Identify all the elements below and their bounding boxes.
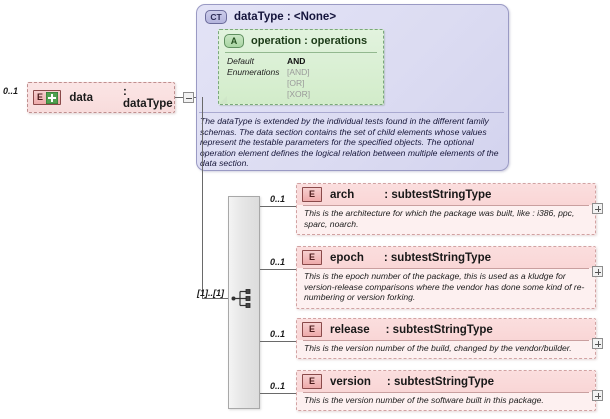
compositor-all-bar[interactable] xyxy=(228,196,260,409)
element-header-release: E release : subtestStringType xyxy=(297,319,595,340)
element-name-arch: arch xyxy=(330,188,355,201)
element-documentation-release: This is the version number of the build,… xyxy=(304,343,572,353)
facet-key xyxy=(227,89,287,100)
element-name-release: release xyxy=(330,323,370,336)
expand-toggle-release[interactable] xyxy=(592,338,603,349)
complextype-title-row: CT dataType : <None> xyxy=(205,10,336,24)
complextype-icon: CT xyxy=(205,10,227,24)
element-type-version: : subtestStringType xyxy=(386,375,495,388)
connector-into-compositor xyxy=(202,298,229,299)
expand-toggle-version[interactable] xyxy=(592,390,603,401)
element-type-arch: : subtestStringType xyxy=(384,188,492,201)
element-documentation-epoch: This is the epoch number of the package,… xyxy=(304,271,585,302)
cardinality-release: 0..1 xyxy=(270,329,286,339)
element-icon-epoch: E xyxy=(302,250,322,265)
connector-to-version xyxy=(260,393,296,394)
attribute-corner-fold xyxy=(219,96,227,104)
element-type-data: : dataType xyxy=(123,85,173,110)
facet-value: [XOR] xyxy=(287,89,311,99)
complextype-doc-divider xyxy=(199,112,504,113)
connector-data-right xyxy=(175,97,183,98)
facet-value: [AND] xyxy=(287,67,310,77)
facet-key xyxy=(227,78,287,89)
facet-key: Default xyxy=(227,56,254,66)
facet-value: [OR] xyxy=(287,78,305,88)
complextype-title: dataType : <None> xyxy=(234,11,337,23)
element-type-epoch: : subtestStringType xyxy=(383,251,492,264)
cardinality-data: 0..1 xyxy=(3,86,19,96)
element-plus-icon: E xyxy=(33,90,62,105)
attribute-icon: A xyxy=(224,34,244,48)
attribute-divider xyxy=(225,52,377,53)
expand-toggle-epoch[interactable] xyxy=(592,266,603,277)
element-divider-release xyxy=(303,340,589,341)
element-box-data[interactable]: E data : dataType xyxy=(27,82,175,113)
cardinality-compositor: [1]..[1] xyxy=(197,288,224,298)
element-divider-epoch xyxy=(303,268,589,269)
collapse-toggle-data[interactable] xyxy=(183,92,194,103)
element-name-version: version xyxy=(330,375,371,388)
element-name-data: data xyxy=(69,91,94,104)
connector-to-release xyxy=(260,341,296,342)
all-compositor-icon xyxy=(231,289,251,308)
element-documentation-arch: This is the architecture for which the p… xyxy=(304,208,575,229)
attribute-box-operation[interactable]: A operation : operations Default AND Enu… xyxy=(218,29,384,105)
element-divider-version xyxy=(303,392,589,393)
attribute-facet-row: [XOR] xyxy=(227,89,379,100)
connector-vertical-to-compositor xyxy=(202,97,203,299)
connector-to-arch xyxy=(260,206,296,207)
expand-toggle-arch[interactable] xyxy=(592,203,603,214)
element-box-version[interactable]: E version : subtestStringType This is th… xyxy=(296,370,596,411)
attribute-facet-row: Enumerations [AND] xyxy=(227,67,379,78)
element-badge-letter: E xyxy=(37,92,44,102)
connector-to-epoch xyxy=(260,269,296,270)
attribute-title-row: A operation : operations xyxy=(224,34,367,48)
facet-value: AND xyxy=(287,56,306,66)
cardinality-epoch: 0..1 xyxy=(270,257,286,267)
attribute-facets-table: Default AND Enumerations [AND] [OR] [XOR… xyxy=(227,56,379,100)
complextype-documentation: The dataType is extended by the individu… xyxy=(200,116,499,169)
element-type-release: : subtestStringType xyxy=(385,323,493,336)
element-header-epoch: E epoch : subtestStringType xyxy=(297,247,595,268)
element-header-arch: E arch : subtestStringType xyxy=(297,184,595,205)
element-documentation-version: This is the version number of the softwa… xyxy=(304,395,544,405)
element-icon-arch: E xyxy=(302,187,322,202)
element-header-version: E version : subtestStringType xyxy=(297,371,595,392)
element-icon-version: E xyxy=(302,374,322,389)
cardinality-arch: 0..1 xyxy=(270,194,286,204)
attribute-title: operation : operations xyxy=(251,35,368,47)
element-box-data-inner: E data : dataType xyxy=(28,83,174,112)
plus-icon xyxy=(46,92,59,104)
element-box-arch[interactable]: E arch : subtestStringType This is the a… xyxy=(296,183,596,235)
element-icon-release: E xyxy=(302,322,322,337)
element-box-epoch[interactable]: E epoch : subtestStringType This is the … xyxy=(296,246,596,309)
facet-key: Enumerations xyxy=(227,67,280,77)
attribute-facet-row: [OR] xyxy=(227,78,379,89)
element-name-epoch: epoch xyxy=(330,251,364,264)
attribute-facet-row: Default AND xyxy=(227,56,379,67)
cardinality-version: 0..1 xyxy=(270,381,286,391)
element-box-release[interactable]: E release : subtestStringType This is th… xyxy=(296,318,596,359)
element-divider-arch xyxy=(303,205,589,206)
